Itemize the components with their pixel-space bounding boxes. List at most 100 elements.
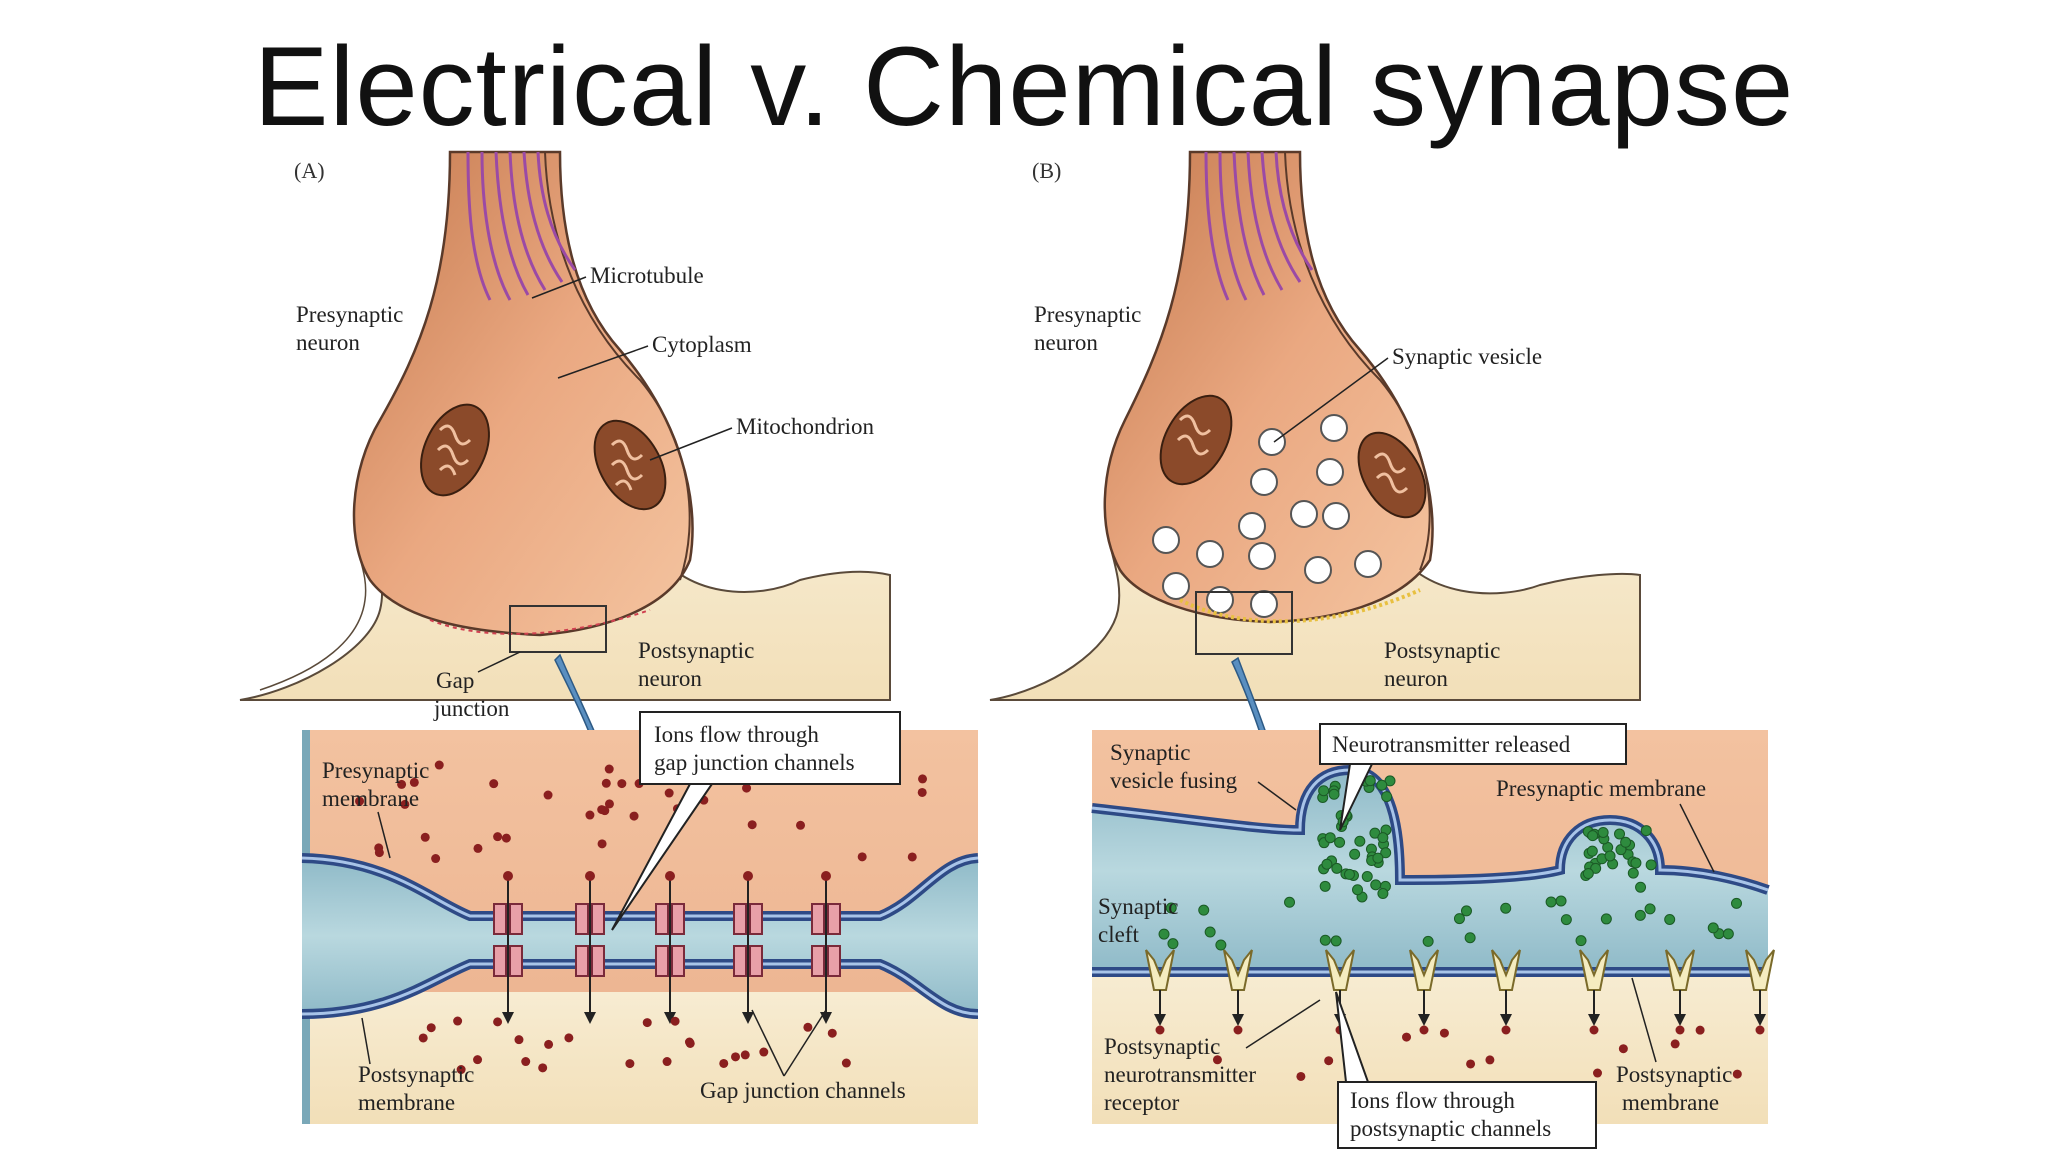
ion-dot [456,1065,466,1075]
neurotransmitter-dot [1354,835,1366,847]
callout-ions-flow-b: Ions flow through postsynaptic channels [1335,991,1597,1149]
panel-a-mitochondrion-right [593,419,667,511]
neurotransmitter-dot [1343,868,1355,880]
receptor-channel [1145,949,1175,1035]
synaptic-vesicle [1258,428,1286,456]
synaptic-vesicle [1196,540,1224,568]
ion-dot [617,779,627,789]
neurotransmitter-dot [1664,913,1676,925]
ion-dot [564,1033,574,1043]
neurotransmitter-dot [1587,830,1599,842]
ion-dot [1618,1044,1628,1054]
label-vesicle-fusing-1: Synaptic [1110,740,1191,765]
synaptic-vesicle [1316,458,1344,486]
ion-dot [719,1058,729,1068]
ion-dot [1296,1071,1306,1081]
ion-dot [420,832,430,842]
neurotransmitter-dot [1634,909,1646,921]
neurotransmitter-dot [1545,896,1557,908]
ion-dot [629,811,639,821]
label-b-postsynaptic-2: neuron [1384,666,1448,691]
ion-dot [538,1063,548,1073]
label-nt-released: Neurotransmitter released [1332,732,1571,757]
panel-a-presynaptic-terminal [352,150,694,637]
ion-dot [426,1023,436,1033]
neurotransmitter-dot [1381,791,1393,803]
neurotransmitter-dot [1370,879,1382,891]
ion-dot [917,787,927,797]
postsynaptic-receptors [1145,949,1775,1035]
neurotransmitter-dot [1586,845,1598,857]
neurotransmitter-dot [1722,928,1734,940]
ion-dot [796,820,806,830]
neurotransmitter-dot [1321,858,1333,870]
neurotransmitter-dot [1376,779,1388,791]
ion-dot [493,832,503,842]
ion-dot [1670,1039,1680,1049]
neurotransmitter-dot [1167,938,1179,950]
neurotransmitter-dot [1640,825,1652,837]
gap-junction-channel [811,871,841,1024]
panel-b-microtubules [1204,151,1314,301]
ion-dot [473,1055,483,1065]
label-a-postsynaptic-1: Postsynaptic [638,638,754,663]
label-receptor-3: receptor [1104,1090,1180,1115]
neurotransmitter-dot [1319,880,1331,892]
label-b-presyn-membrane: Presynaptic membrane [1496,776,1706,801]
ion-dot [1593,1068,1603,1078]
neurotransmitter-dot [1331,862,1343,874]
synaptic-vesicle [1250,590,1278,618]
label-mitochondrion: Mitochondrion [736,414,874,439]
neurotransmitter-dot [1645,859,1657,871]
ion-dot [1695,1025,1705,1035]
ion-dot [493,1017,503,1027]
neurotransmitter-dot [1560,914,1572,926]
ion-dot [685,1038,695,1048]
ion-dot [827,1028,837,1038]
neurotransmitter-dot [1627,867,1639,879]
ion-dot [604,799,614,809]
label-synaptic-cleft-2: cleft [1098,922,1139,947]
ion-dot [907,852,917,862]
receptor-channel [1665,949,1695,1035]
receptor-channel [1491,949,1521,1035]
label-a-postsyn-membrane-2: membrane [358,1090,455,1115]
label-ions-flow-b-2: postsynaptic channels [1350,1116,1551,1141]
label-gap-junction-channels: Gap junction channels [700,1078,906,1103]
ion-dot [434,760,444,770]
neurotransmitter-dot [1324,832,1336,844]
ion-dot [601,778,611,788]
neurotransmitter-dot [1284,896,1296,908]
synaptic-vesicle [1152,526,1180,554]
ion-dot [1485,1055,1495,1065]
ion-dot [400,799,410,809]
receptor-channel [1579,949,1609,1035]
ion-dot [1466,1059,1476,1069]
neurotransmitter-dot [1635,881,1647,893]
neurotransmitter-dot [1349,848,1361,860]
ion-dot [662,1057,672,1067]
synaptic-vesicle [1248,542,1276,570]
neurotransmitter-dot [1198,904,1210,916]
label-gap-junction-2: junction [433,696,510,721]
gap-junction-channel [575,871,605,1024]
panel-b-letter: (B) [1032,158,1061,183]
label-a-presyn-membrane-2: membrane [322,786,419,811]
label-b-postsyn-membrane-1: Postsynaptic [1616,1062,1732,1087]
ion-dot [857,852,867,862]
ion-dot [1732,1069,1742,1079]
label-a-presyn-membrane-1: Presynaptic [322,758,429,783]
panel-a-mitochondrion-left [420,403,490,497]
panel-b-synapse-box [1195,591,1293,655]
label-b-presynaptic-1: Presynaptic [1034,302,1141,327]
neurotransmitter-dot [1575,935,1587,947]
ion-dot [731,1052,741,1062]
gap-junction-channels [493,871,841,1024]
neurotransmitter-dot [1620,836,1632,848]
label-b-postsyn-membrane-2: membrane [1622,1090,1719,1115]
neurotransmitter-dot [1361,871,1373,883]
neurotransmitter-dot [1731,897,1743,909]
ion-dot [1439,1028,1449,1038]
gap-junction-channel [493,871,523,1024]
panel-a-letter: (A) [294,158,325,183]
